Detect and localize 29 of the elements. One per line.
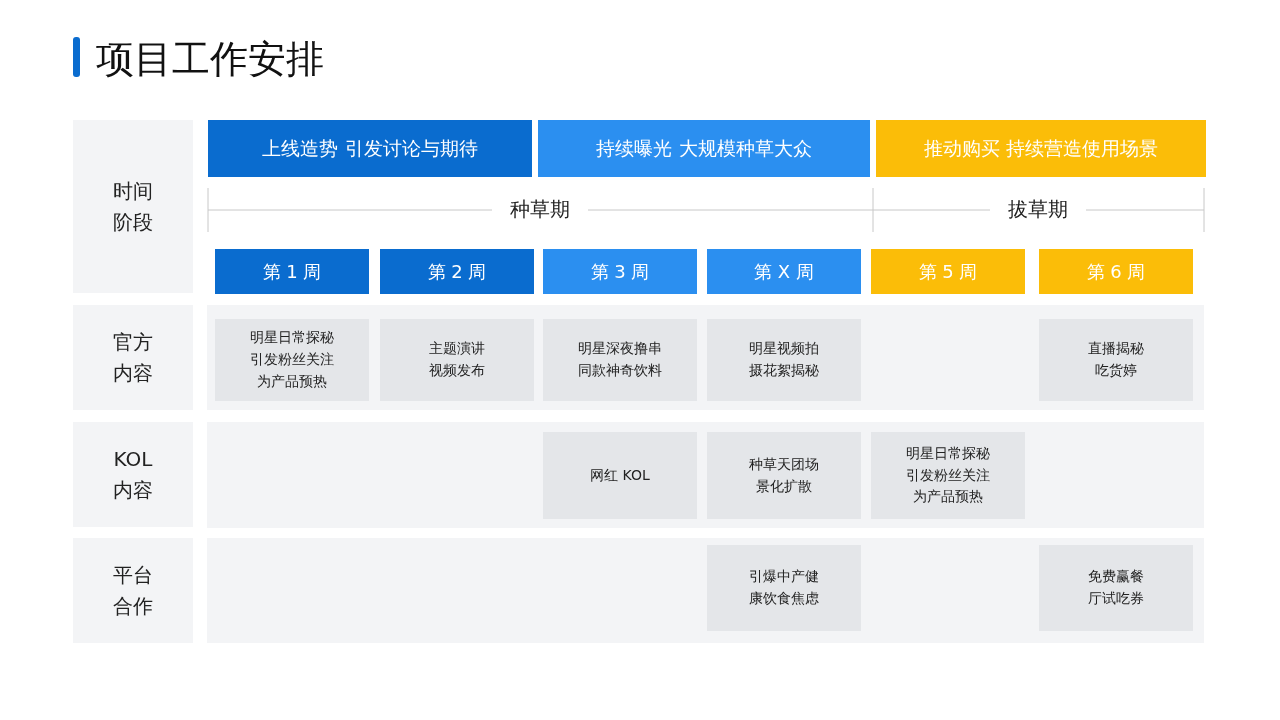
phase-banner: 推动购买 持续营造使用场景	[876, 120, 1206, 177]
content-card: 明星日常探秘引发粉丝关注为产品预热	[871, 432, 1025, 519]
week-header: 第 1 周	[215, 249, 369, 294]
row-header-cell: 平台合作	[73, 538, 193, 643]
row-header-cell: 时间阶段	[73, 120, 193, 293]
week-header: 第 5 周	[871, 249, 1025, 294]
page-title: 项目工作安排	[96, 36, 324, 83]
row-band	[207, 538, 1204, 643]
content-card: 网红 KOL	[543, 432, 697, 519]
content-card: 主题演讲视频发布	[380, 319, 534, 401]
content-card: 种草天团场景化扩散	[707, 432, 861, 519]
phase-banner: 持续曝光 大规模种草大众	[538, 120, 870, 177]
content-card: 免费赢餐厅试吃券	[1039, 545, 1193, 631]
week-header: 第 2 周	[380, 249, 534, 294]
phase-label: 种草期	[509, 196, 571, 223]
content-card: 明星日常探秘引发粉丝关注为产品预热	[215, 319, 369, 401]
week-header: 第 6 周	[1039, 249, 1193, 294]
week-header: 第 X 周	[707, 249, 861, 294]
week-header: 第 3 周	[543, 249, 697, 294]
phase-banner: 上线造势 引发讨论与期待	[208, 120, 532, 177]
row-band	[207, 305, 1204, 410]
content-card: 引爆中产健康饮食焦虑	[707, 545, 861, 631]
row-header-cell: 官方内容	[73, 305, 193, 410]
content-card: 直播揭秘吃货婷	[1039, 319, 1193, 401]
content-card: 明星深夜撸串同款神奇饮料	[543, 319, 697, 401]
phase-label: 拔草期	[1007, 196, 1069, 223]
row-header-cell: KOL内容	[73, 422, 193, 527]
content-card: 明星视频拍摄花絮揭秘	[707, 319, 861, 401]
row-band	[207, 422, 1204, 528]
